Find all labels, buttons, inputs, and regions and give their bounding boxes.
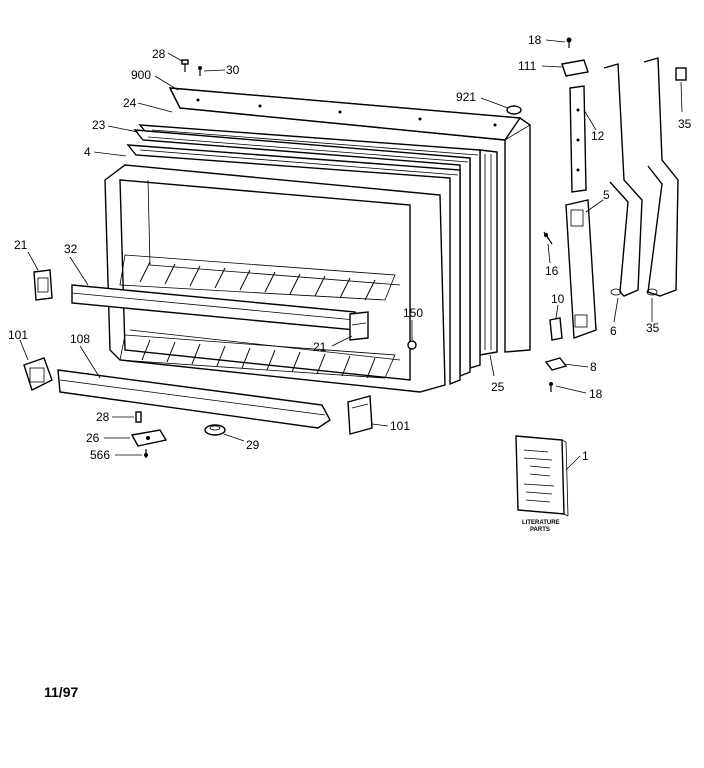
hinge-cap-111: [561, 59, 589, 77]
clip-28-bottom: [135, 411, 142, 423]
callout-32: 32: [64, 242, 78, 256]
callout-labels: 18 111 28 30 900 921 24 12 35 23 4 5 21 …: [8, 33, 692, 463]
callout-18-bottom: 18: [589, 387, 603, 401]
inner-door-liner: [104, 164, 446, 393]
callout-23: 23: [92, 118, 106, 132]
plate-26: [130, 429, 168, 447]
handle-6: [603, 63, 643, 297]
callout-30: 30: [226, 63, 240, 77]
callout-111: 111: [518, 59, 537, 73]
callout-566: 566: [90, 448, 110, 462]
plug-921: [506, 105, 522, 115]
callout-26: 26: [86, 431, 100, 445]
screw-18-bottom: [549, 382, 553, 392]
shelf-rail-108: [57, 369, 331, 429]
booklet-title-line1: LITERATURE: [522, 520, 560, 526]
callout-28-top: 28: [152, 47, 166, 61]
callout-4: 4: [84, 145, 91, 159]
hinge-bracket-5: [565, 199, 597, 339]
screw-16: [543, 231, 553, 245]
screw-150: [407, 340, 417, 350]
callout-101-left: 101: [8, 328, 28, 342]
callout-150: 150: [403, 306, 423, 320]
shelf-bracket-21-center: [349, 311, 369, 341]
lower-shelf-ribs: [119, 334, 396, 379]
hinge-strip-12: [569, 85, 587, 193]
callout-101-right: 101: [390, 419, 410, 433]
callout-5: 5: [603, 188, 610, 202]
callout-18-top: 18: [528, 33, 542, 47]
outer-door-panel: [168, 87, 531, 353]
upper-shelf-ribs: [119, 254, 396, 301]
handle-35: [643, 57, 679, 297]
end-cap-101-left: [23, 357, 53, 391]
screw-566: [144, 449, 148, 458]
callout-6: 6: [610, 324, 617, 338]
screw-18-top: [566, 37, 572, 48]
screw-30: [198, 66, 202, 76]
leader-lines: [19, 39, 683, 471]
cap-35-top: [675, 67, 687, 81]
door-gasket: [479, 149, 498, 356]
callout-12: 12: [591, 129, 605, 143]
callout-21-left: 21: [14, 238, 28, 252]
callout-921: 921: [456, 90, 476, 104]
screw-28-top: [181, 59, 189, 72]
door-frame-layers: [126, 124, 481, 386]
callout-25: 25: [491, 380, 505, 394]
callout-8: 8: [590, 360, 597, 374]
callout-28-bottom: 28: [96, 410, 110, 424]
date-code: 11/97: [44, 684, 78, 700]
booklet-title-line2: PARTS: [530, 527, 550, 533]
callout-16: 16: [545, 264, 559, 278]
clip-8: [544, 357, 568, 371]
callout-24: 24: [123, 96, 137, 110]
end-cap-101-right: [347, 395, 373, 435]
callout-108: 108: [70, 332, 90, 346]
callout-900: 900: [131, 68, 151, 82]
callout-1: 1: [582, 449, 589, 463]
callout-10: 10: [551, 292, 565, 306]
callout-35-top: 35: [678, 117, 692, 131]
callout-29: 29: [246, 438, 260, 452]
shelf-bracket-21-left: [33, 269, 53, 301]
callout-35-bottom: 35: [646, 321, 660, 335]
callout-21-center: 21: [313, 340, 327, 354]
spacer-10: [549, 317, 563, 341]
literature-booklet: LITERATURE PARTS: [515, 435, 569, 533]
bumper-29: [204, 424, 226, 436]
